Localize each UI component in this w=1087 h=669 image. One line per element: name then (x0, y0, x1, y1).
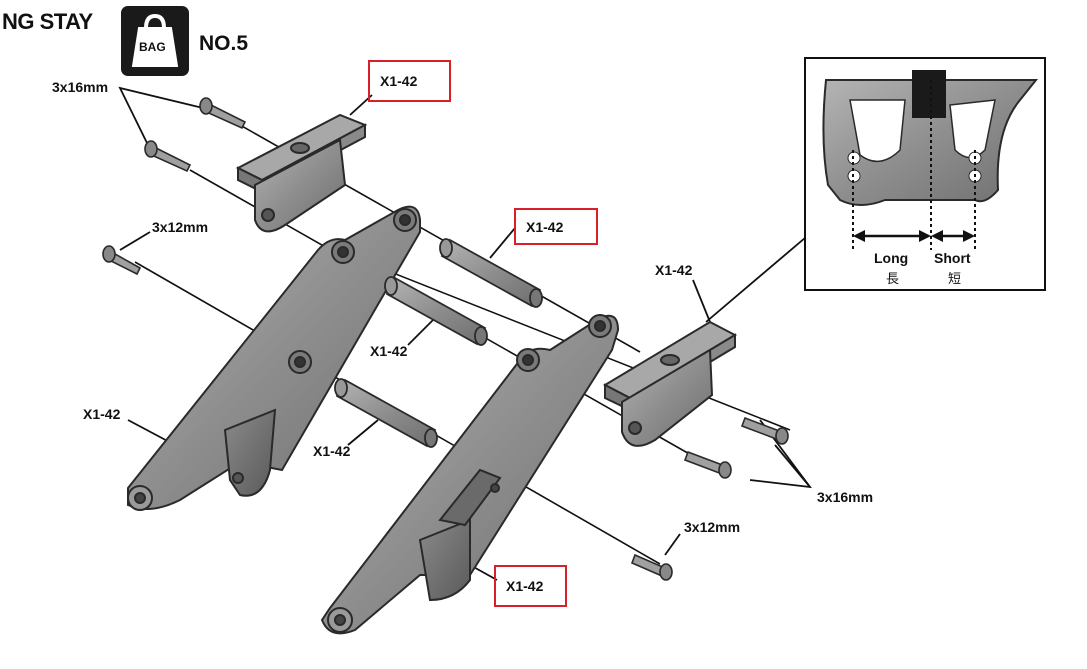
right-stay-arm (320, 314, 620, 635)
callout-top-mount: X1-42 (380, 73, 418, 89)
spacer-lower (334, 378, 438, 448)
callout-screw-3x16-right: 3x16mm (817, 489, 874, 505)
callout-screw-3x16-top: 3x16mm (52, 79, 109, 95)
screw-3x16-right-b (683, 450, 732, 479)
screw-3x12-bottom (630, 553, 673, 581)
bag-icon-label: BAG (139, 40, 166, 54)
inset-long-label: Long (874, 250, 909, 266)
top-mount-bracket (235, 113, 368, 233)
spacer-upper (439, 238, 543, 308)
screw-3x12-left (102, 245, 142, 276)
callout-spacer-middle: X1-42 (370, 343, 408, 359)
screw-3x16-right-a (740, 416, 789, 445)
spacer-middle (384, 276, 488, 346)
bag-icon (121, 6, 189, 76)
callout-right-stay: X1-42 (506, 578, 544, 594)
callout-screw-3x12-left: 3x12mm (152, 219, 209, 235)
callout-screw-3x12-bottom: 3x12mm (684, 519, 741, 535)
left-stay-arm (127, 205, 421, 511)
inset-short-label-cjk: 短 (948, 272, 962, 287)
inset-detail-box (804, 57, 1046, 291)
bag-number: NO.5 (199, 32, 249, 55)
callout-spacer-lower: X1-42 (313, 443, 351, 459)
right-mount-bracket (602, 320, 738, 447)
callout-right-mount: X1-42 (655, 262, 693, 278)
callout-spacer-upper-box: X1-42 (514, 208, 598, 245)
page-title: NG STAY (2, 9, 93, 34)
screw-3x16-upper-b (144, 140, 192, 173)
callout-right-stay-box: X1-42 (494, 565, 567, 607)
callout-spacer-upper: X1-42 (526, 218, 564, 235)
inset-short-label: Short (934, 250, 971, 266)
inset-long-label-cjk: 長 (886, 272, 900, 287)
callout-top-mount-box: X1-42 (368, 60, 451, 102)
callout-left-stay: X1-42 (83, 406, 121, 422)
screw-3x16-upper-a (199, 97, 247, 130)
